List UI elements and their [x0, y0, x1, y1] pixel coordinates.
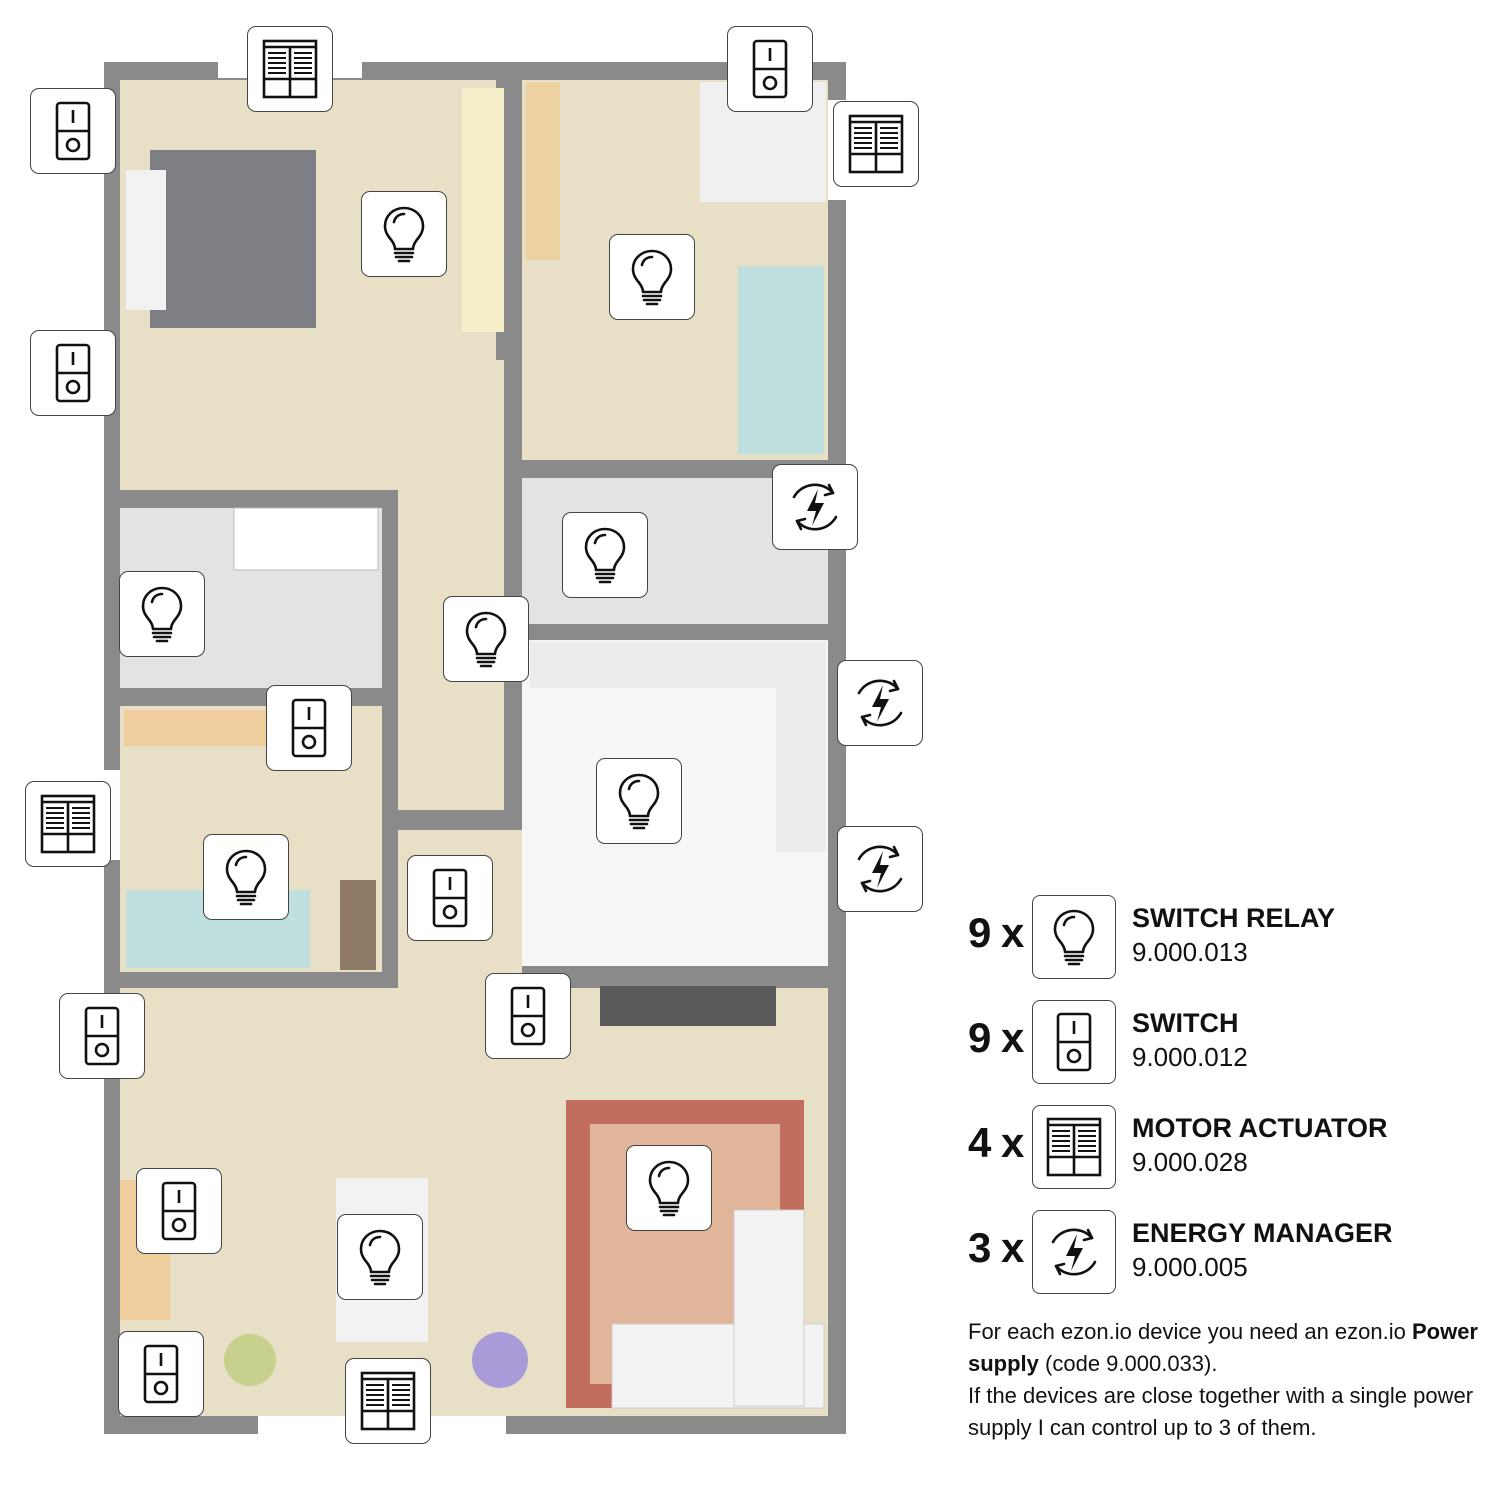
- switch-icon: [277, 696, 341, 760]
- plan-device-bulb: [361, 191, 447, 277]
- floor-plan: [104, 62, 846, 1434]
- legend-count: 4 x: [968, 1119, 1024, 1166]
- plan-device-bulb: [119, 571, 205, 657]
- switch-icon: [496, 984, 560, 1048]
- legend-code: 9.000.013: [1132, 937, 1248, 967]
- plan-device-bulb: [203, 834, 289, 920]
- shutter-icon: [844, 112, 908, 176]
- plan-device-bulb: [562, 512, 648, 598]
- light-bulb-icon: [348, 1225, 412, 1289]
- plan-device-bulb: [609, 234, 695, 320]
- power-supply-note: For each ezon.io device you need an ezon…: [968, 1316, 1478, 1444]
- plan-device-shutter: [833, 101, 919, 187]
- plan-device-energy: [837, 826, 923, 912]
- switch-icon: [418, 866, 482, 930]
- legend-code: 9.000.012: [1132, 1042, 1248, 1072]
- energy-manager-icon: [848, 671, 912, 735]
- plan-device-switch: [136, 1168, 222, 1254]
- shutter-icon: [356, 1369, 420, 1433]
- shutter-icon: [258, 37, 322, 101]
- plan-device-shutter: [247, 26, 333, 112]
- plan-device-switch: [266, 685, 352, 771]
- legend-count: 9 x: [968, 909, 1024, 956]
- light-bulb-icon: [454, 607, 518, 671]
- note-text: (code 9.000.033).: [1038, 1351, 1218, 1376]
- light-bulb-icon: [372, 202, 436, 266]
- hallway: [398, 360, 504, 810]
- note-bold: Power supply: [968, 1319, 1478, 1376]
- plan-device-bulb: [596, 758, 682, 844]
- plan-device-shutter: [345, 1358, 431, 1444]
- light-bulb-icon: [573, 523, 637, 587]
- light-bulb-icon: [1032, 895, 1116, 979]
- light-bulb-icon: [130, 582, 194, 646]
- light-bulb-icon: [637, 1156, 701, 1220]
- switch-icon: [41, 341, 105, 405]
- light-bulb-icon: [607, 769, 671, 833]
- switch-icon: [147, 1179, 211, 1243]
- legend-name: MOTOR ACTUATOR: [1132, 1113, 1388, 1143]
- energy-manager-icon: [848, 837, 912, 901]
- plan-device-bulb: [626, 1145, 712, 1231]
- legend-code: 9.000.028: [1132, 1147, 1248, 1177]
- legend-row-switch: 9 x SWITCH 9.000.012: [968, 1000, 1478, 1105]
- legend-row-switch-relay: 9 x SWITCH RELAY 9.000.013: [968, 895, 1478, 1000]
- light-bulb-icon: [214, 845, 278, 909]
- plan-device-energy: [772, 464, 858, 550]
- switch-icon: [738, 37, 802, 101]
- energy-manager-icon: [1032, 1210, 1116, 1294]
- legend-count: 3 x: [968, 1224, 1024, 1271]
- light-bulb-icon: [620, 245, 684, 309]
- legend-row-motor-actuator: 4 x MOTOR ACTUATOR 9.000.028: [968, 1105, 1478, 1210]
- shutter-icon: [1032, 1105, 1116, 1189]
- plan-device-switch: [30, 88, 116, 174]
- legend-name: SWITCH RELAY: [1132, 903, 1336, 933]
- switch-icon: [129, 1342, 193, 1406]
- legend-name: SWITCH: [1132, 1008, 1239, 1038]
- plan-device-switch: [407, 855, 493, 941]
- plan-device-bulb: [337, 1214, 423, 1300]
- legend-code: 9.000.005: [1132, 1252, 1248, 1282]
- legend-name: ENERGY MANAGER: [1132, 1218, 1393, 1248]
- switch-icon: [70, 1004, 134, 1068]
- plan-device-energy: [837, 660, 923, 746]
- plan-device-switch: [59, 993, 145, 1079]
- plan-device-shutter: [25, 781, 111, 867]
- switch-icon: [41, 99, 105, 163]
- note-text: For each ezon.io device you need an ezon…: [968, 1319, 1412, 1344]
- switch-icon: [1032, 1000, 1116, 1084]
- plan-device-switch: [727, 26, 813, 112]
- legend-count: 9 x: [968, 1014, 1024, 1061]
- energy-manager-icon: [783, 475, 847, 539]
- note-text: If the devices are close together with a…: [968, 1383, 1474, 1440]
- plan-device-switch: [30, 330, 116, 416]
- shutter-icon: [36, 792, 100, 856]
- legend-row-energy-manager: 3 x ENERGY MANAGER 9.000.005: [968, 1210, 1478, 1315]
- plan-device-switch: [485, 973, 571, 1059]
- device-legend: 9 x SWITCH RELAY 9.000.013 9 x SWITCH 9.…: [968, 895, 1478, 1315]
- plan-device-bulb: [443, 596, 529, 682]
- plan-device-switch: [118, 1331, 204, 1417]
